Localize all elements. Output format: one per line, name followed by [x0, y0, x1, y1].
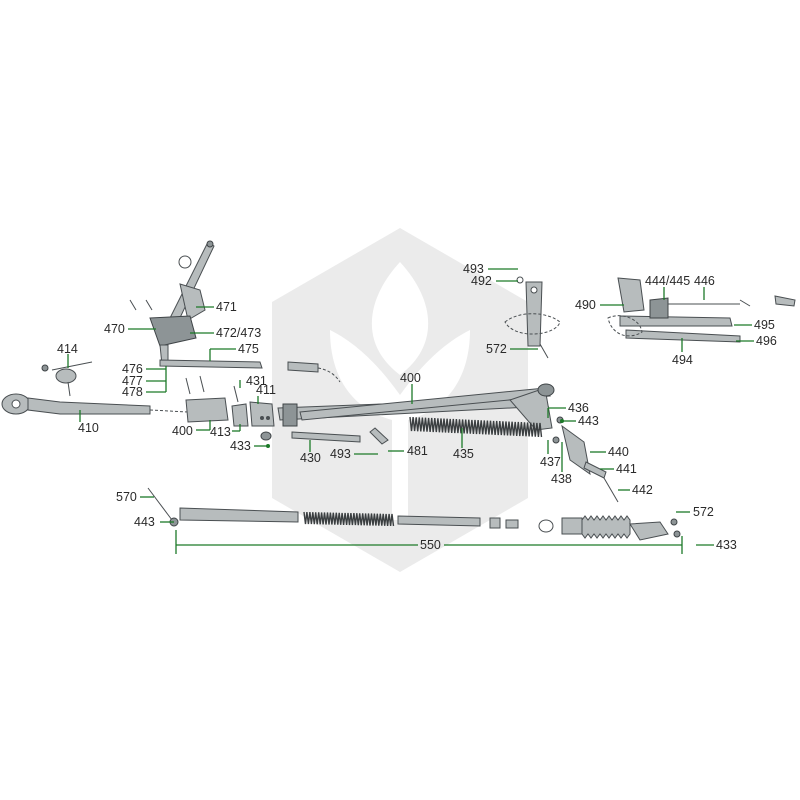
leader-lines — [67, 268, 754, 554]
callout-443-right: 443 — [578, 414, 599, 428]
callout-570: 570 — [116, 490, 137, 504]
callout-472-473: 472/473 — [216, 326, 261, 340]
callout-572-bottom: 572 — [693, 505, 714, 519]
callout-413: 413 — [210, 425, 231, 439]
callout-572-top: 572 — [486, 342, 507, 356]
callout-442: 442 — [632, 483, 653, 497]
callout-495: 495 — [754, 318, 775, 332]
callout-496: 496 — [756, 334, 777, 348]
callout-477: 477 — [122, 374, 143, 388]
callout-475: 475 — [238, 342, 259, 356]
callout-550: 550 — [420, 538, 441, 552]
callout-441: 441 — [616, 462, 637, 476]
callout-481: 481 — [407, 444, 428, 458]
right-lever-440 — [552, 416, 619, 503]
callout-443-bottom: 443 — [134, 515, 155, 529]
pipe-piece — [287, 361, 341, 383]
callout-492: 492 — [471, 274, 492, 288]
bottom-rod-550 — [147, 487, 681, 541]
callout-446: 446 — [694, 274, 715, 288]
callout-400-frame: 400 — [400, 371, 421, 385]
callout-471: 471 — [216, 300, 237, 314]
callout-476: 476 — [122, 362, 143, 376]
callout-470: 470 — [104, 322, 125, 336]
coupling-parts — [185, 385, 275, 441]
callout-444-445: 444/445 — [645, 274, 690, 288]
callout-478: 478 — [122, 385, 143, 399]
callout-411: 411 — [256, 383, 276, 397]
callout-440: 440 — [608, 445, 629, 459]
bracket-492 — [504, 276, 561, 359]
callout-430: 430 — [300, 451, 321, 465]
callout-433-left: 433 — [230, 439, 251, 453]
callout-437: 437 — [540, 455, 561, 469]
callout-400-left: 400 — [172, 424, 193, 438]
callout-labels: 414 410 470 471 472/473 475 476 477 478 … — [57, 262, 777, 552]
callout-414: 414 — [57, 342, 78, 356]
assembly-490 — [607, 277, 796, 343]
callout-493-top: 493 — [463, 262, 484, 276]
handle-414 — [41, 361, 93, 397]
watermark-logo — [272, 228, 528, 572]
callout-438: 438 — [551, 472, 572, 486]
main-frame-400 — [277, 383, 555, 445]
callout-431: 431 — [246, 374, 267, 388]
callout-436: 436 — [568, 401, 589, 415]
callout-493-left: 493 — [330, 447, 351, 461]
lever-assembly-470 — [129, 240, 263, 395]
callout-410: 410 — [78, 421, 99, 435]
callout-433-bottom: 433 — [716, 538, 737, 552]
callout-494: 494 — [672, 353, 693, 367]
callout-490: 490 — [575, 298, 596, 312]
top-link-end-410 — [1, 393, 189, 415]
callout-435: 435 — [453, 447, 474, 461]
